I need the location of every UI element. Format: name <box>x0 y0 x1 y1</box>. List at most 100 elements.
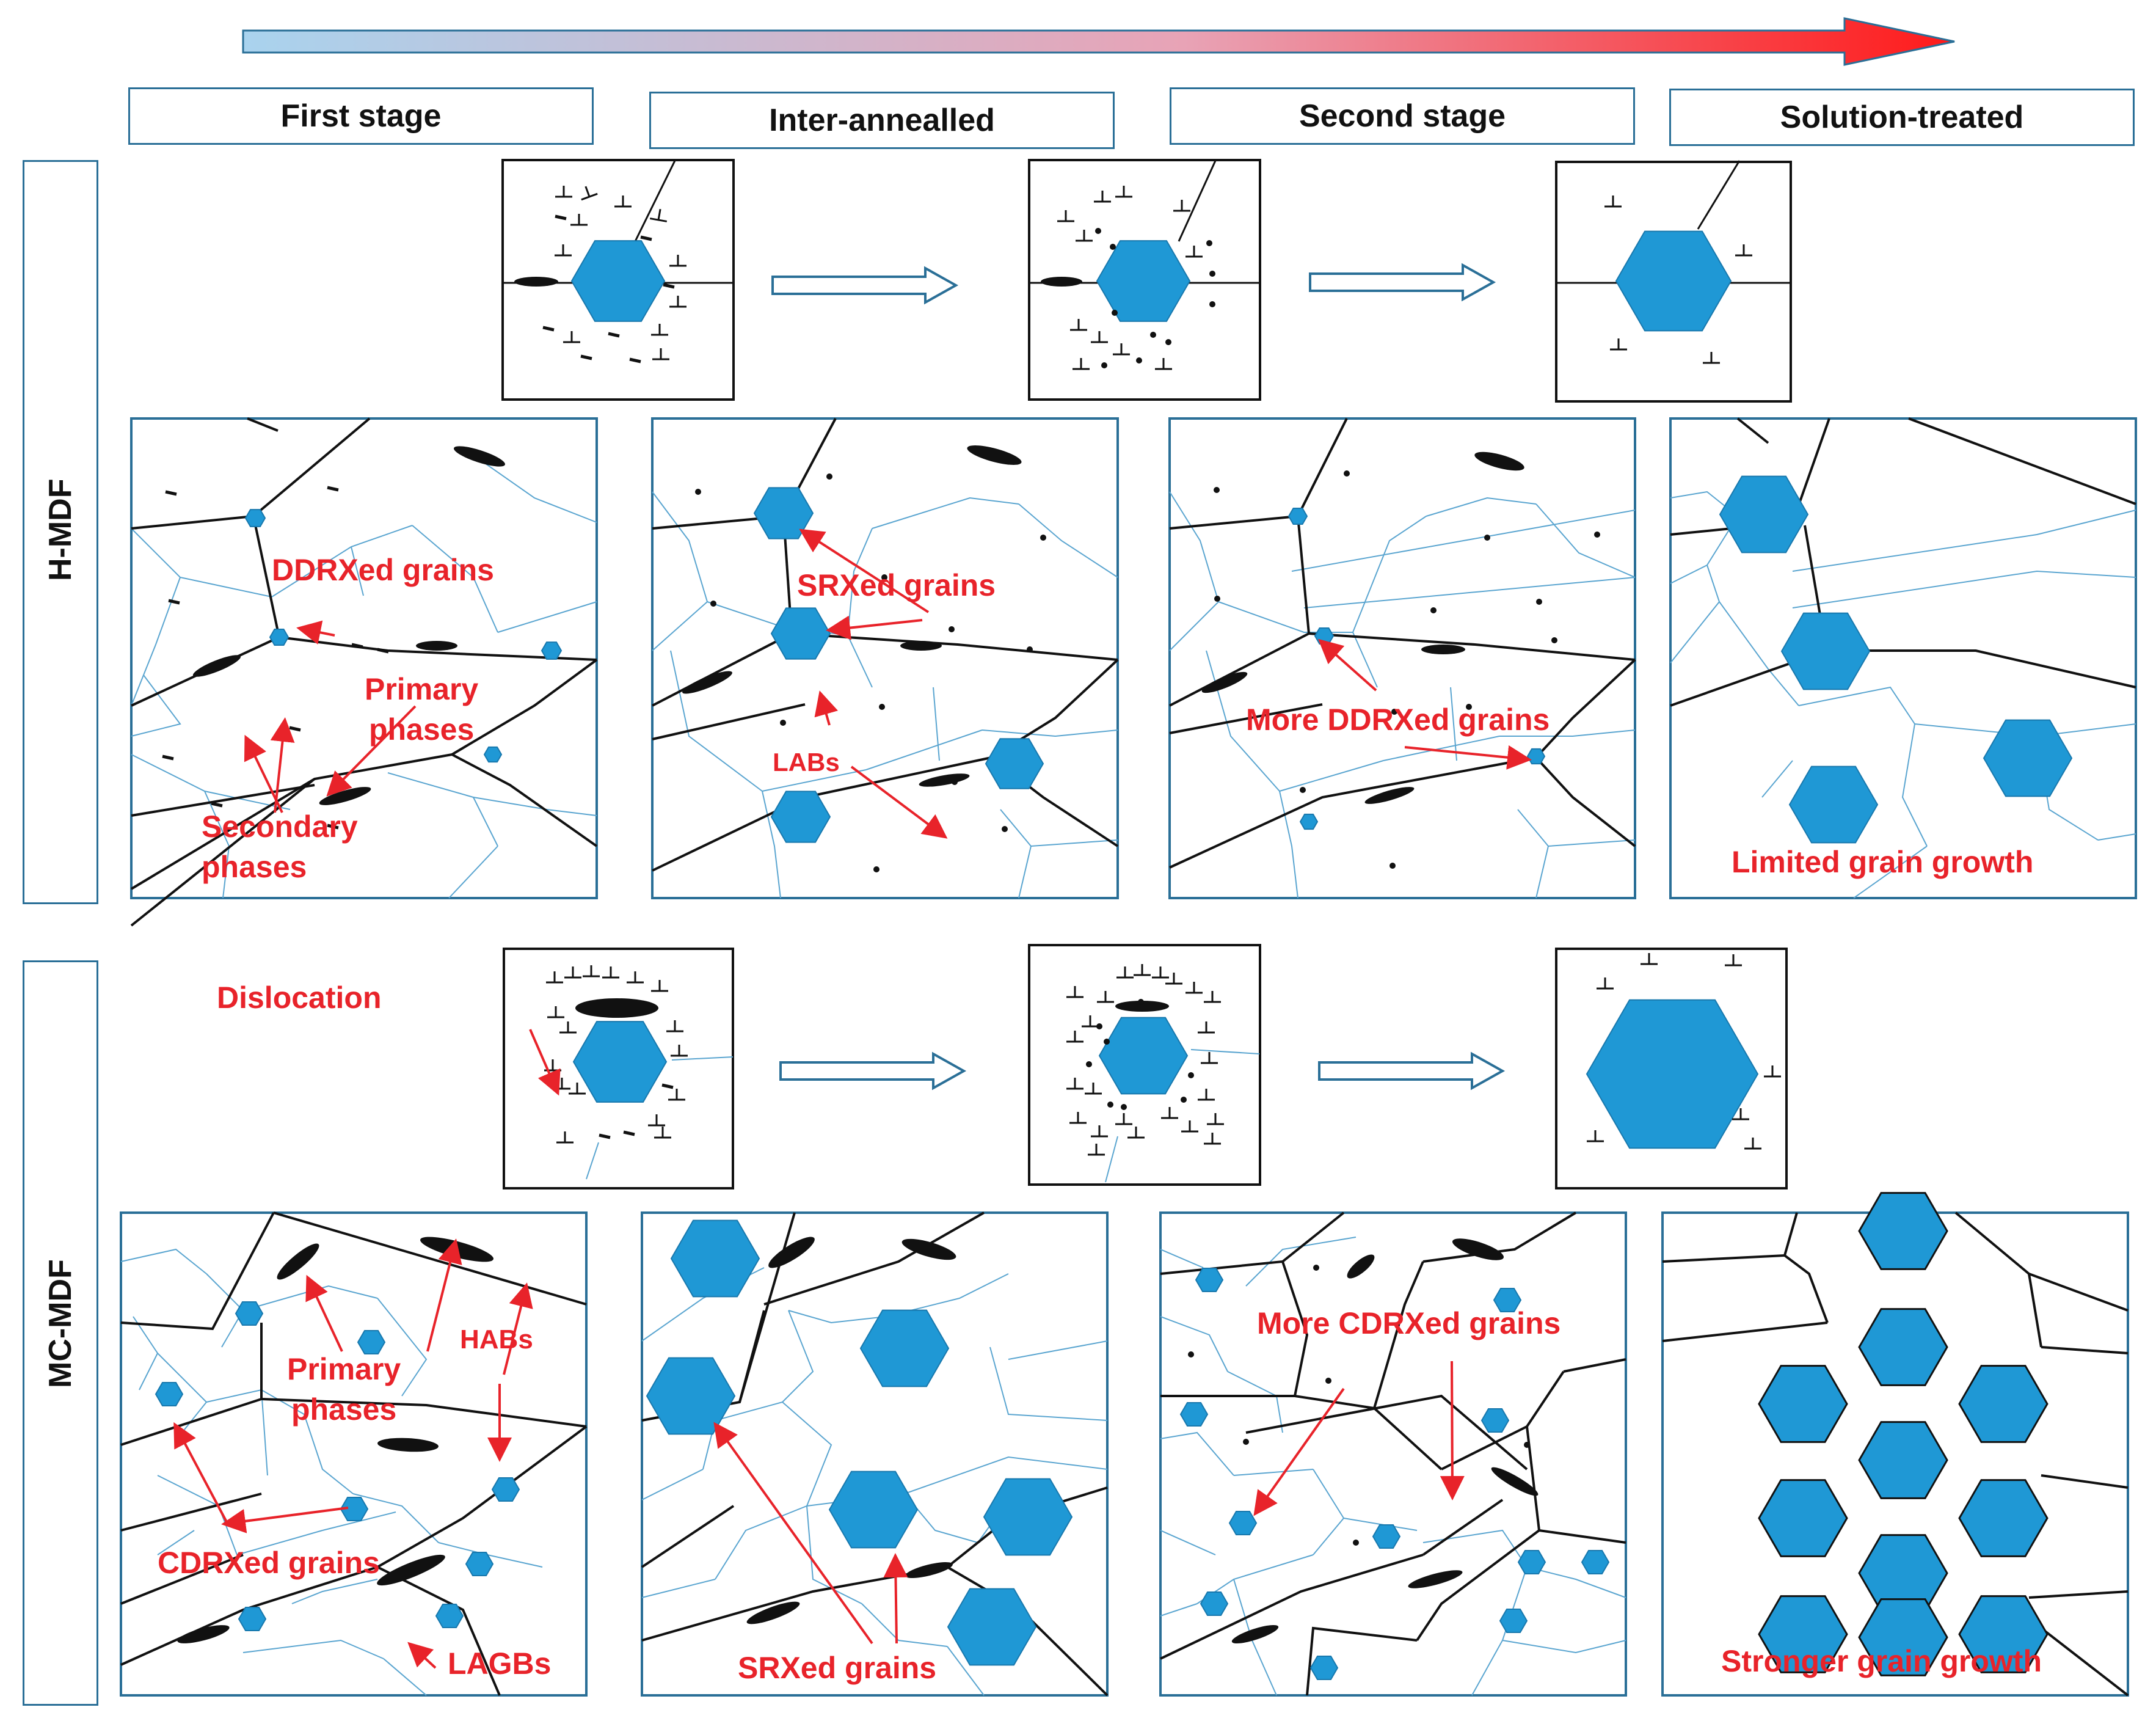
secondary-phase-dot <box>1430 607 1437 613</box>
annotation-arrow <box>850 765 948 839</box>
grain-hexagon <box>1788 765 1879 844</box>
lagb-boundary <box>1383 736 1500 761</box>
lagb-boundary <box>1719 601 1799 706</box>
lagb-boundary <box>1218 601 1353 633</box>
dislocation-symbol <box>1185 982 1203 994</box>
hagb-boundary <box>652 703 806 740</box>
dislocation-symbol <box>1764 1065 1781 1078</box>
secondary-phase-dash <box>599 1133 611 1139</box>
grain-hexagon <box>646 1357 736 1435</box>
hagb-boundary <box>247 417 279 432</box>
dislocation-symbol <box>1204 1133 1221 1145</box>
row-box-hmdf <box>23 160 98 904</box>
primary-phase <box>682 671 732 694</box>
lagb-boundary <box>1206 650 1280 792</box>
hagb-boundary <box>1169 632 1309 707</box>
dislocation-symbol <box>1155 358 1172 370</box>
dislocation-symbol <box>556 1131 574 1144</box>
grain-hexagon <box>1287 508 1308 525</box>
hagb-boundary <box>652 632 792 707</box>
panel-frame <box>1168 417 1636 899</box>
secondary-phase-dot <box>780 720 786 726</box>
lagb-boundary <box>586 1142 599 1180</box>
secondary-phase-dot <box>1300 787 1306 793</box>
large-grain-hexagon <box>1858 1598 1948 1676</box>
primary-phase <box>1364 787 1415 804</box>
secondary-phase-dash <box>377 648 389 654</box>
lagb-boundary <box>847 528 873 636</box>
lagb-boundary <box>2097 833 2136 841</box>
grain-hexagon <box>1780 612 1871 690</box>
hagb-boundary <box>120 1493 262 1532</box>
grain-hexagon <box>1526 748 1546 765</box>
hagb-boundary <box>1908 417 2136 505</box>
panel-hmdf-solution <box>1669 417 2137 899</box>
dislocation-symbol <box>1165 973 1182 985</box>
stage-transition-arrow <box>1309 263 1496 302</box>
secondary-phase-dash <box>640 235 652 241</box>
lagb-boundary <box>652 601 708 651</box>
grain-hexagon <box>1309 1655 1339 1681</box>
large-grain-hexagon <box>1958 1365 2049 1443</box>
lagb-boundary <box>1901 723 1928 847</box>
dislocation-symbol <box>1204 991 1221 1003</box>
dislocation-symbol <box>1725 954 1742 966</box>
hagb-boundary <box>451 659 598 756</box>
stage-header-second: Second stage <box>1170 87 1635 145</box>
hagb-boundary <box>1169 756 1537 869</box>
secondary-phase-dot <box>1214 487 1220 493</box>
annotation-arrow <box>221 1507 349 1533</box>
row-label-mcmdf: MC-MDF <box>43 1259 78 1388</box>
secondary-phase-dot <box>1136 357 1142 364</box>
secondary-phase-dot <box>1325 1378 1331 1384</box>
panel-frame <box>130 417 598 899</box>
lagb-boundary <box>157 1530 195 1555</box>
grain-hexagon <box>983 1478 1073 1556</box>
dislocation-symbol <box>555 186 572 198</box>
stage-transition-arrows <box>771 263 1506 1091</box>
hagb-boundary <box>252 516 280 638</box>
dislocation-symbol <box>570 214 588 226</box>
hagb-boundary <box>377 1566 501 1696</box>
annotation-primary-phases-bottom: Primary phases <box>287 1352 401 1427</box>
annotation-primary-phases-top: Primary phases <box>365 672 479 747</box>
primary-phase <box>454 446 505 467</box>
lagb-boundary <box>291 1579 378 1604</box>
lagb-boundary <box>1279 760 1384 792</box>
grain-hexagon <box>483 746 503 763</box>
secondary-phase-dot <box>1002 826 1008 832</box>
hagb-boundary <box>1535 659 1636 759</box>
dislocation-stem <box>657 209 661 221</box>
panel-hmdf-second <box>1168 417 1636 899</box>
dislocation-symbol <box>1152 966 1169 979</box>
secondary-phase-dot <box>1104 1039 1110 1045</box>
secondary-phase-dot <box>879 704 885 710</box>
annotation-arrow <box>1318 638 1377 692</box>
hagb-boundary <box>641 1505 735 1568</box>
lagb-boundary <box>1526 1566 1626 1598</box>
stage-header-solution: Solution-treated <box>1669 89 2135 146</box>
hagb-boundary <box>120 1398 262 1446</box>
lagb-boundary <box>1792 510 2136 572</box>
dislocation-symbol <box>648 1114 665 1127</box>
secondary-phase-dash <box>211 802 223 808</box>
lagb-boundary <box>383 1658 427 1696</box>
lagb-boundary <box>1535 503 1636 578</box>
grain-hexagon <box>572 1021 668 1103</box>
row-box-mcmdf <box>23 960 98 1706</box>
lagb-boundary <box>1160 1603 1198 1617</box>
grain-hexagon <box>1299 813 1319 830</box>
annotation-stronger-grain-growth: Stronger grain growth <box>1721 1644 2042 1678</box>
panel-hmdf-interanneal <box>651 417 1119 899</box>
lagb-boundary <box>1008 1340 1108 1360</box>
hagb-boundary <box>120 1566 378 1666</box>
annotation-arrow <box>814 690 839 726</box>
lagb-boundary <box>861 1603 948 1647</box>
dislocation-symbol <box>1732 1108 1749 1120</box>
lagb-boundary <box>1160 1431 1234 1476</box>
dislocation-symbol <box>649 209 668 222</box>
process-direction-arrow <box>242 17 1955 66</box>
dislocation-symbol <box>569 1083 586 1095</box>
dislocation-stem <box>585 186 591 197</box>
annotation-arrow <box>326 705 417 797</box>
